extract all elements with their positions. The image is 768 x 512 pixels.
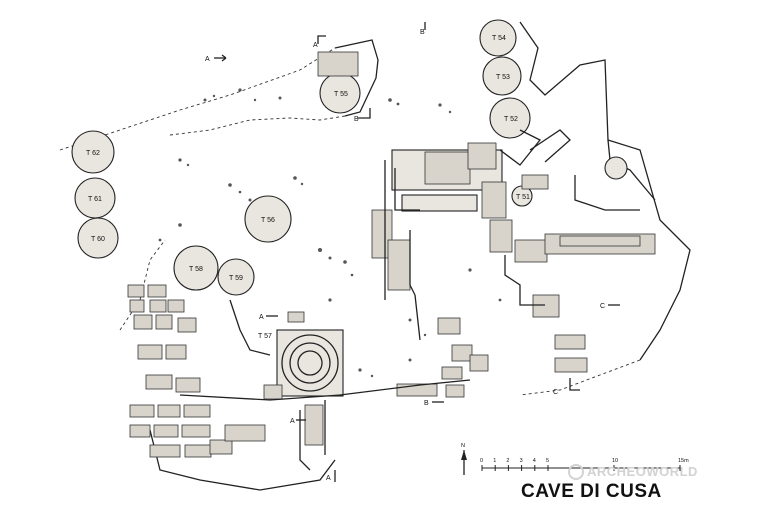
drum-label: T 58 bbox=[189, 266, 203, 273]
drum-label: T 53 bbox=[496, 74, 510, 81]
drum-t59: T 59 bbox=[217, 258, 255, 296]
map-title: CAVE DI CUSA bbox=[521, 481, 662, 502]
watermark-icon bbox=[568, 464, 584, 480]
section-marker: C bbox=[600, 303, 620, 310]
scale-tick-label: 0 bbox=[480, 458, 483, 464]
drum-t55: T 55 bbox=[319, 72, 361, 114]
drum-label: T 51 bbox=[516, 194, 530, 201]
section-marker: B bbox=[420, 22, 426, 36]
section-marker: C bbox=[553, 378, 580, 396]
svg-text:A: A bbox=[205, 56, 210, 63]
svg-text:A: A bbox=[290, 418, 295, 425]
block-cluster-right bbox=[371, 142, 656, 398]
svg-text:A: A bbox=[259, 314, 264, 321]
svg-text:B: B bbox=[424, 400, 429, 407]
north-arrow: N bbox=[461, 443, 467, 475]
drum-t60: T 60 bbox=[77, 217, 119, 259]
drum-t58: T 58 bbox=[173, 245, 219, 291]
drum-t53: T 53 bbox=[482, 56, 522, 96]
drum-t61: T 61 bbox=[74, 177, 116, 219]
svg-text:A: A bbox=[326, 475, 331, 482]
drum-group: T 54 T 53 T 52 T 55 T 62 T 61 T 60 T 56 bbox=[71, 19, 628, 296]
drum-label: T 52 bbox=[504, 116, 518, 123]
scale-tick-label: 1 bbox=[493, 458, 496, 464]
drum-t62: T 62 bbox=[71, 130, 115, 174]
section-marker: A bbox=[326, 470, 336, 482]
svg-text:B: B bbox=[420, 29, 425, 36]
drum-label: T 62 bbox=[86, 150, 100, 157]
section-marker: B bbox=[354, 108, 371, 123]
scale-bar: 0 1 2 3 4 5 10 15m bbox=[480, 458, 689, 471]
svg-text:A: A bbox=[313, 42, 318, 49]
capital-t57: T 57 bbox=[258, 329, 344, 397]
scale-tick-label: 5 bbox=[546, 458, 549, 464]
drum-label: T 61 bbox=[88, 196, 102, 203]
drum-t54: T 54 bbox=[479, 19, 517, 57]
svg-text:C: C bbox=[600, 303, 605, 310]
block-cluster-left bbox=[127, 51, 359, 458]
section-marker: A bbox=[313, 35, 326, 49]
svg-text:C: C bbox=[553, 389, 558, 396]
drum-label: T 59 bbox=[229, 275, 243, 282]
section-marker: A bbox=[259, 314, 278, 321]
cut-channels bbox=[179, 129, 640, 471]
drum-label: T 54 bbox=[492, 35, 506, 42]
drum-label: T 60 bbox=[91, 236, 105, 243]
scale-ticks: 0 1 2 3 4 5 10 15m bbox=[480, 458, 689, 471]
drum-label: T 56 bbox=[261, 217, 275, 224]
quarry-boundary bbox=[59, 21, 691, 491]
drum-t56: T 56 bbox=[244, 195, 292, 243]
scale-tick-label: 15m bbox=[678, 458, 689, 464]
watermark-text: ARCHEOWORLD bbox=[587, 464, 698, 479]
svg-text:B: B bbox=[354, 116, 359, 123]
section-marker: B bbox=[424, 400, 444, 407]
scale-tick-label: 10 bbox=[612, 458, 618, 464]
capital-label: T 57 bbox=[258, 333, 272, 340]
scale-tick-label: 2 bbox=[506, 458, 509, 464]
north-label: N bbox=[461, 443, 465, 449]
small-drum bbox=[604, 156, 628, 180]
rubble-scatter bbox=[158, 88, 502, 378]
drum-t52: T 52 bbox=[489, 97, 531, 139]
section-marker: A bbox=[290, 418, 306, 425]
section-marker: A bbox=[205, 54, 227, 63]
section-markers: A B A B A C B A bbox=[205, 22, 620, 482]
watermark-group: ARCHEOWORLD bbox=[568, 464, 698, 480]
drum-label: T 55 bbox=[334, 91, 348, 98]
scale-tick-label: 4 bbox=[533, 458, 536, 464]
scale-tick-label: 3 bbox=[520, 458, 523, 464]
